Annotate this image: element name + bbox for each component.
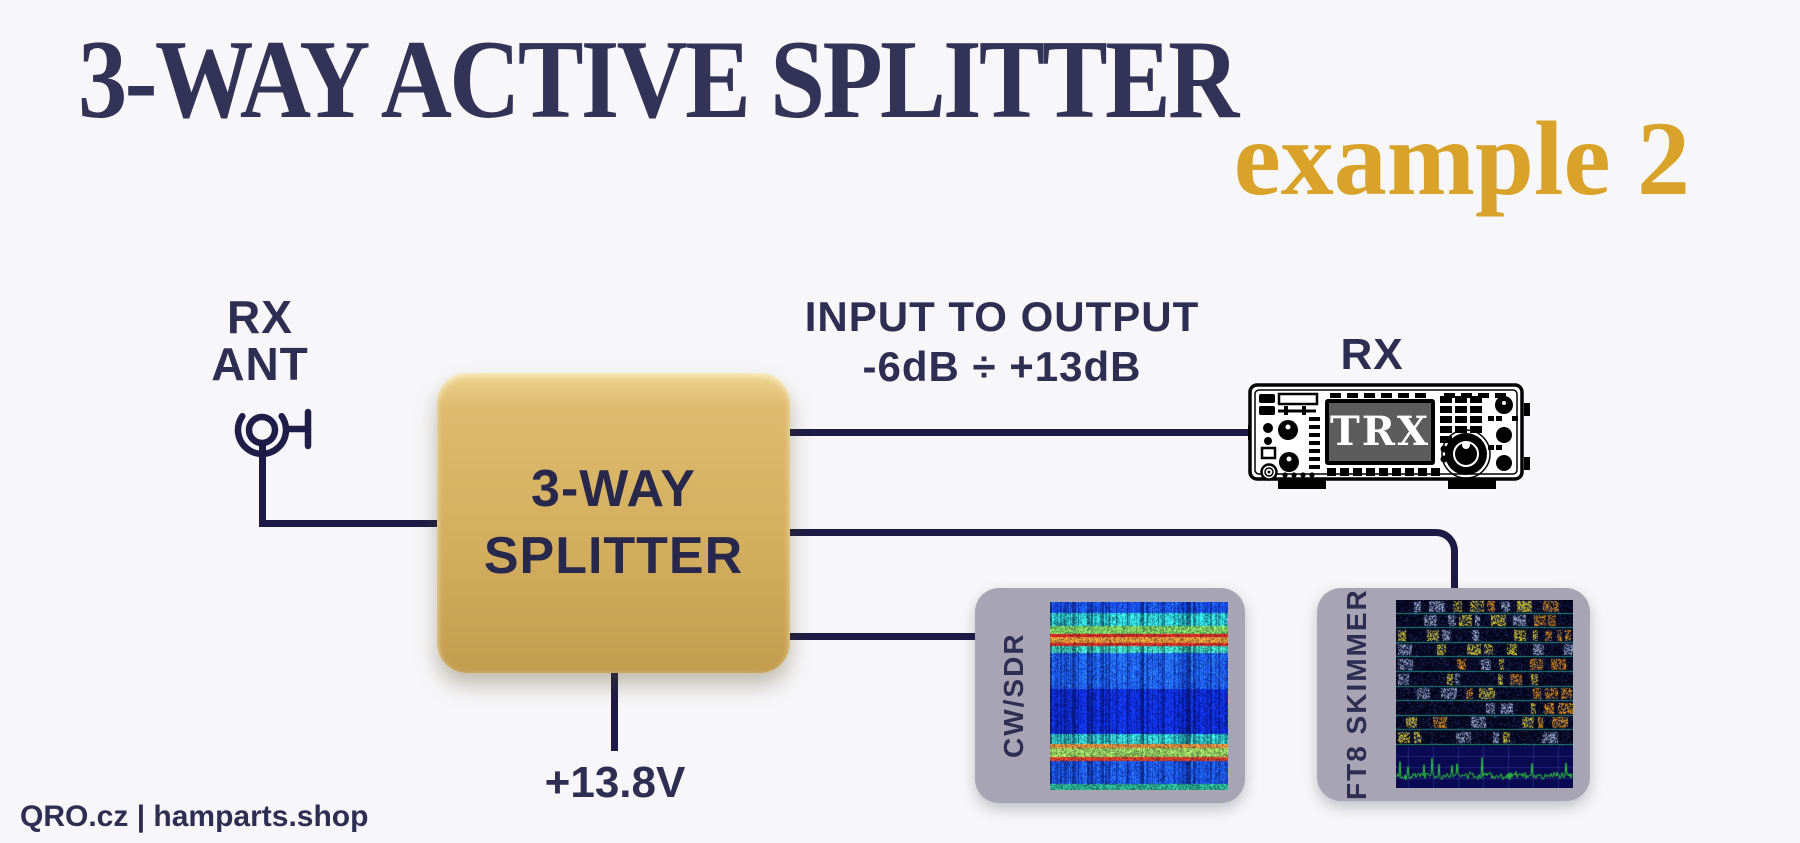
ft8-skimmer-label: FT8 SKIMMER: [1341, 588, 1372, 801]
rx-output-label: RX: [1340, 330, 1404, 379]
trx-screen-text: TRX: [1330, 408, 1430, 455]
cw-sdr-label: CW/SDR: [998, 632, 1029, 759]
page-title: 3-WAY ACTIVE SPLITTER: [78, 18, 1239, 142]
splitter-label-line1: 3-WAY: [531, 460, 696, 519]
transceiver-icon: TRX: [1248, 383, 1530, 489]
wire-output2-to-ft8: [790, 529, 1458, 589]
wire-antenna-vertical: [259, 442, 266, 527]
cw-sdr-panel: CW/SDR: [975, 588, 1245, 803]
io-gain-note-line1: INPUT TO OUTPUT: [804, 293, 1200, 340]
footer-credit: QRO.cz | hamparts.shop: [20, 800, 369, 833]
ft8-waterfall: [1396, 600, 1573, 788]
wire-antenna-horizontal: [259, 520, 441, 527]
antenna-icon: [234, 408, 312, 458]
io-gain-note-line2: -6dB ÷ +13dB: [862, 343, 1142, 391]
splitter-box: 3-WAY SPLITTER: [437, 373, 790, 673]
wire-output1-to-rx: [790, 429, 1253, 436]
cw-waterfall: [1050, 602, 1228, 790]
rx-ant-label-line2: ANT: [211, 337, 309, 390]
splitter-label-line2: SPLITTER: [483, 527, 744, 585]
rx-ant-label: RX ANT: [160, 294, 360, 388]
ft8-skimmer-panel: FT8 SKIMMER: [1317, 588, 1590, 801]
power-label: +13.8V: [544, 758, 686, 807]
io-gain-note: INPUT TO OUTPUT -6dB ÷ +13dB: [742, 292, 1262, 393]
wire-power: [611, 671, 618, 751]
wire-output3-to-cwsdr: [790, 633, 975, 640]
page-subtitle: example 2: [1233, 100, 1690, 217]
rx-ant-label-line1: RX: [227, 291, 293, 343]
